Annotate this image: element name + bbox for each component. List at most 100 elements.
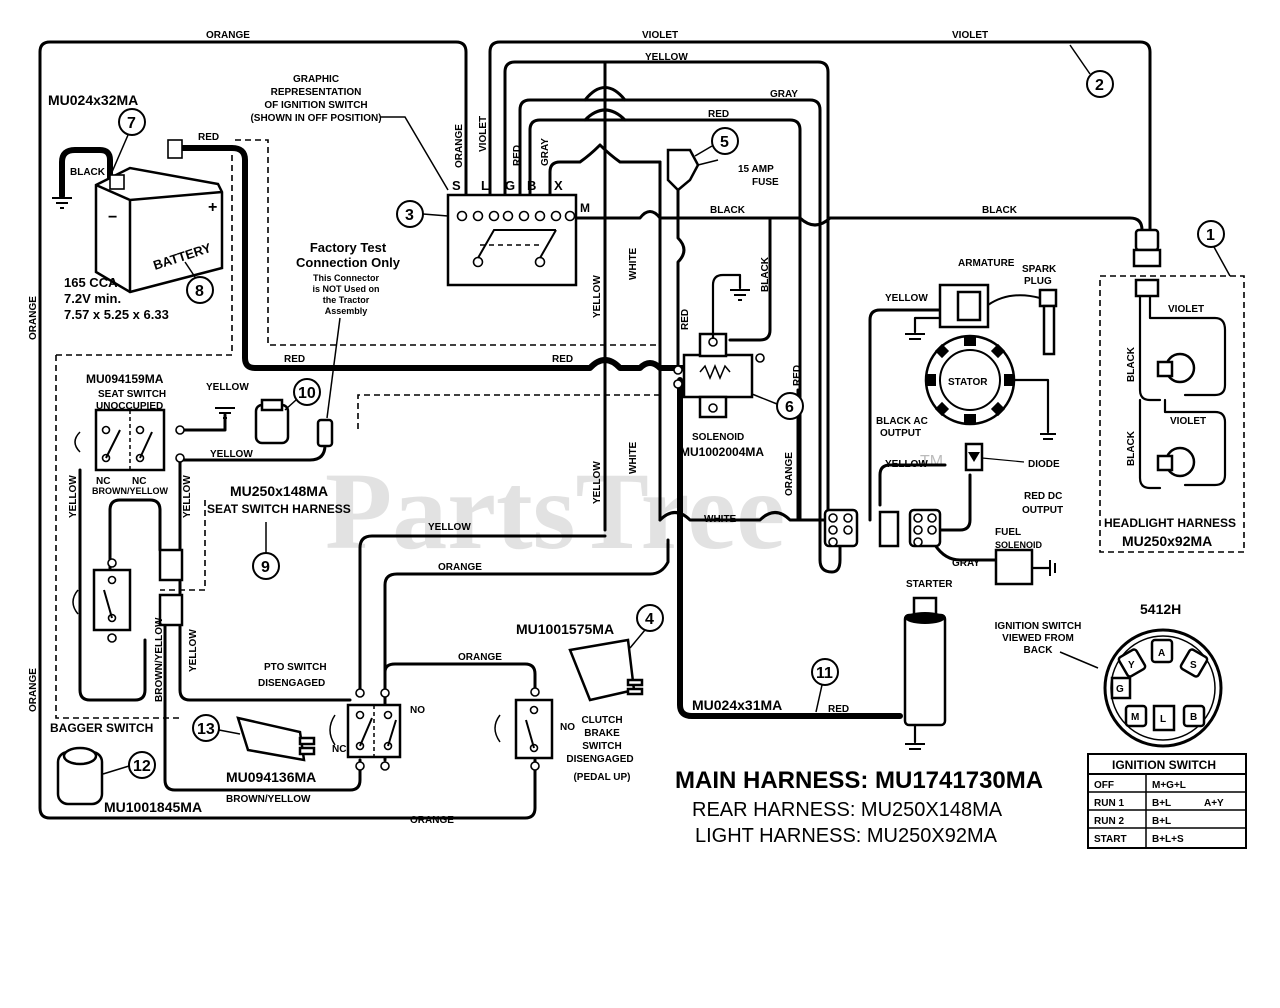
bagger-switch-part (56, 746, 104, 806)
callout-3: 3 (396, 200, 449, 228)
seat-harness-1: MU250x148MA (230, 483, 328, 499)
ground-icon-battery (52, 197, 72, 209)
callout-9: 9 (252, 522, 280, 580)
label-mu094136: MU094136MA (226, 769, 316, 785)
ign-view-2: VIEWED FROM (1002, 633, 1074, 644)
wire-violet-head2 (1163, 398, 1227, 487)
ignition-switch-graphic: S L G B X M (446, 178, 590, 287)
callout-6: 6 (751, 392, 804, 420)
wire-labels: ORANGE VIOLET VIOLET YELLOW GRAY RED ORA… (28, 30, 1206, 826)
test-connector (254, 398, 334, 448)
ign-table-title: IGNITION SWITCH (1112, 758, 1216, 772)
wire-yellow-left (178, 598, 352, 702)
wire-red-solv (676, 188, 686, 372)
ign-pin-b: B (1190, 712, 1197, 723)
wl-black-right: BLACK (982, 205, 1018, 216)
wl-white-v2: WHITE (628, 441, 639, 474)
ign-term-s: S (452, 178, 461, 193)
wire-x-fuse (548, 143, 662, 207)
ign-table-pos-2: RUN 2 (1094, 816, 1124, 827)
ign-term-x: X (554, 178, 563, 193)
wl-yellow-lv: YELLOW (68, 475, 79, 518)
label-nc-2: NC (132, 476, 146, 487)
wl-violet-top: VIOLET (642, 30, 678, 41)
pto-label-1: PTO SWITCH (264, 662, 327, 673)
label-mu1001845: MU1001845MA (104, 799, 202, 815)
label-mu024x31: MU024x31MA (692, 697, 782, 713)
ground-icon-seat (215, 407, 235, 419)
ign-term-m: M (580, 201, 590, 215)
wl-yellow-mid: YELLOW (428, 522, 471, 533)
clutch-3: SWITCH (582, 741, 621, 752)
wire-orange-bottom (348, 758, 537, 820)
wl-gray-fuel: GRAY (952, 558, 980, 569)
wire-yellow-seat-out (178, 413, 227, 432)
ign-model: 5412H (1140, 601, 1181, 617)
seat-harness-connectors (158, 548, 184, 627)
wire-violet-head1 (1148, 288, 1227, 397)
bagger-switch-box (72, 558, 132, 643)
callout-2-text: 2 (1095, 77, 1104, 94)
fuse-label-1: 15 AMP (738, 164, 774, 175)
clutch-2: BRAKE (584, 728, 620, 739)
wire-black-sol (728, 216, 772, 342)
callout-13: 13 (192, 714, 241, 742)
wire-yellow-top (503, 60, 830, 522)
rear-harness-title: REAR HARNESS: MU250X148MA (692, 799, 1003, 821)
callout-1: 1 (1197, 220, 1231, 277)
wl-brown-yellow-bottom: BROWN/YELLOW (226, 794, 311, 805)
ign-pin-g: G (1116, 684, 1124, 695)
callout-6-text: 6 (785, 399, 794, 416)
callout-12-text: 12 (133, 758, 151, 775)
wire-red-starter (677, 377, 903, 719)
battery-minus: − (108, 209, 117, 226)
ignition-terminals (456, 210, 576, 268)
wl-red-right-sol: RED (792, 365, 803, 386)
callout-3-text: 3 (405, 207, 414, 224)
wire-yellow-lv (78, 468, 147, 702)
wl-orange-left: ORANGE (28, 296, 39, 340)
wl-red-bat: RED (198, 132, 219, 143)
spark-plug-body (1042, 304, 1056, 356)
fuel-sol-1: FUEL (995, 527, 1021, 538)
harness-titles: MAIN HARNESS: MU1741730MA REAR HARNESS: … (675, 767, 1043, 847)
fuse (666, 148, 719, 192)
ign-table-b-1: A+Y (1204, 798, 1224, 809)
battery-pos-terminal (167, 139, 183, 159)
wl-white-mid: WHITE (704, 514, 737, 525)
callout-12: 12 (102, 751, 156, 779)
ign-table-a-1: B+L (1152, 798, 1171, 809)
headlight-harness-1: HEADLIGHT HARNESS (1104, 516, 1236, 530)
pto-label-2: DISENGAGED (258, 678, 325, 689)
ign-table-a-3: B+L+S (1152, 834, 1184, 845)
wl-yellow-engine2: YELLOW (885, 459, 928, 470)
wl-yellow-lv2: YELLOW (182, 475, 193, 518)
wl-yellow-seat2: YELLOW (210, 449, 253, 460)
wire-black-head1 (1138, 288, 1162, 402)
wire-red-battery (180, 145, 693, 371)
label-mu024x32: MU024x32MA (48, 92, 138, 108)
graphic-rep-1: GRAPHIC (293, 74, 339, 85)
clutch-1: CLUTCH (581, 715, 622, 726)
dashed-seat-lower (160, 500, 206, 591)
wl-brown-yellow-seat: BROWN/YELLOW (92, 486, 168, 496)
pto-switch-part (236, 716, 316, 762)
callout-10-text: 10 (298, 385, 316, 402)
graphic-rep-2: REPRESENTATION (271, 87, 362, 98)
ign-pin-a: A (1158, 648, 1165, 659)
wl-white-vert: WHITE (628, 247, 639, 280)
stator-label: STATOR (948, 377, 988, 388)
graphic-rep-4: (SHOWN IN OFF POSITION) (250, 113, 381, 124)
spark-plug-cap (1038, 288, 1058, 308)
wire-black-head2 (1138, 398, 1162, 490)
ign-table-a-2: B+L (1152, 816, 1171, 827)
fuel-solenoid (994, 548, 1056, 586)
wire-yellow-engine2 (878, 463, 947, 507)
callout-4: 4 (629, 604, 664, 649)
ign-table-a-0: M+G+L (1152, 780, 1186, 791)
callout-8: 8 (184, 261, 214, 304)
wl-orange-top: ORANGE (206, 30, 250, 41)
graphic-rep-3: OF IGNITION SWITCH (264, 100, 367, 111)
seat-switch-2: SEAT SWITCH (98, 389, 166, 400)
wl-orange-clutch: ORANGE (458, 652, 502, 663)
